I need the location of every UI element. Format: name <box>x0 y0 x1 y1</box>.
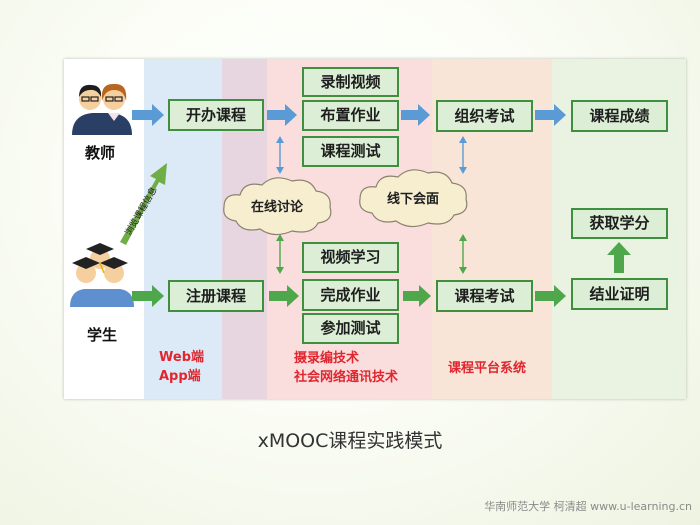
teacher-cloud-links <box>276 136 467 174</box>
course-test-box: 课程测试 <box>302 136 399 167</box>
cloud-online-label: 在线讨论 <box>251 199 304 215</box>
complete-homework-box: 完成作业 <box>302 279 399 311</box>
web-label: Web端 <box>159 350 204 365</box>
register-course-box: 注册课程 <box>168 280 264 312</box>
student-label: 学生 <box>87 326 118 344</box>
join-test-box: 参加测试 <box>302 313 399 344</box>
earn-credit-box: 获取学分 <box>571 208 668 239</box>
app-label: App端 <box>159 369 201 384</box>
teacher-label: 教师 <box>85 144 116 162</box>
teacher-flow-arrows <box>132 104 566 126</box>
student-flow-arrows <box>132 242 631 307</box>
cloud-offline-label: 线下会面 <box>387 191 439 207</box>
video-learning-box: 视频学习 <box>302 242 399 273</box>
student-cloud-links <box>276 234 467 274</box>
cloud-offline-meeting <box>359 169 468 228</box>
teacher-icon <box>72 83 132 135</box>
footer-credit: 华南师范大学 柯清超 www.u-learning.cn <box>484 500 692 513</box>
tech-label-1: 摄录编技术 <box>294 351 360 366</box>
certificate-box: 结业证明 <box>571 278 668 310</box>
assign-homework-box: 布置作业 <box>302 100 399 131</box>
record-video-box: 录制视频 <box>302 67 399 97</box>
cloud-online-discussion <box>223 177 332 236</box>
course-grade-box: 课程成绩 <box>571 100 668 132</box>
organize-exam-box: 组织考试 <box>436 100 533 132</box>
diagonal-label: 浏览课程信息 <box>122 185 159 238</box>
course-exam-box: 课程考试 <box>436 280 533 312</box>
diagram-graphics: 浏览课程信息 在线讨论 线下会面 <box>70 83 631 307</box>
student-icon <box>70 243 134 307</box>
open-course-box: 开办课程 <box>168 99 264 131</box>
diagram-panel: 浏览课程信息 在线讨论 线下会面 教师 学生 开办课程 录制视频 布置作业 课程… <box>64 59 686 399</box>
browse-arrow <box>120 163 167 245</box>
system-label: 课程平台系统 <box>448 361 527 376</box>
tech-label-2: 社会网络通讯技术 <box>294 370 399 385</box>
slide-title: xMOOC课程实践模式 <box>257 430 443 452</box>
